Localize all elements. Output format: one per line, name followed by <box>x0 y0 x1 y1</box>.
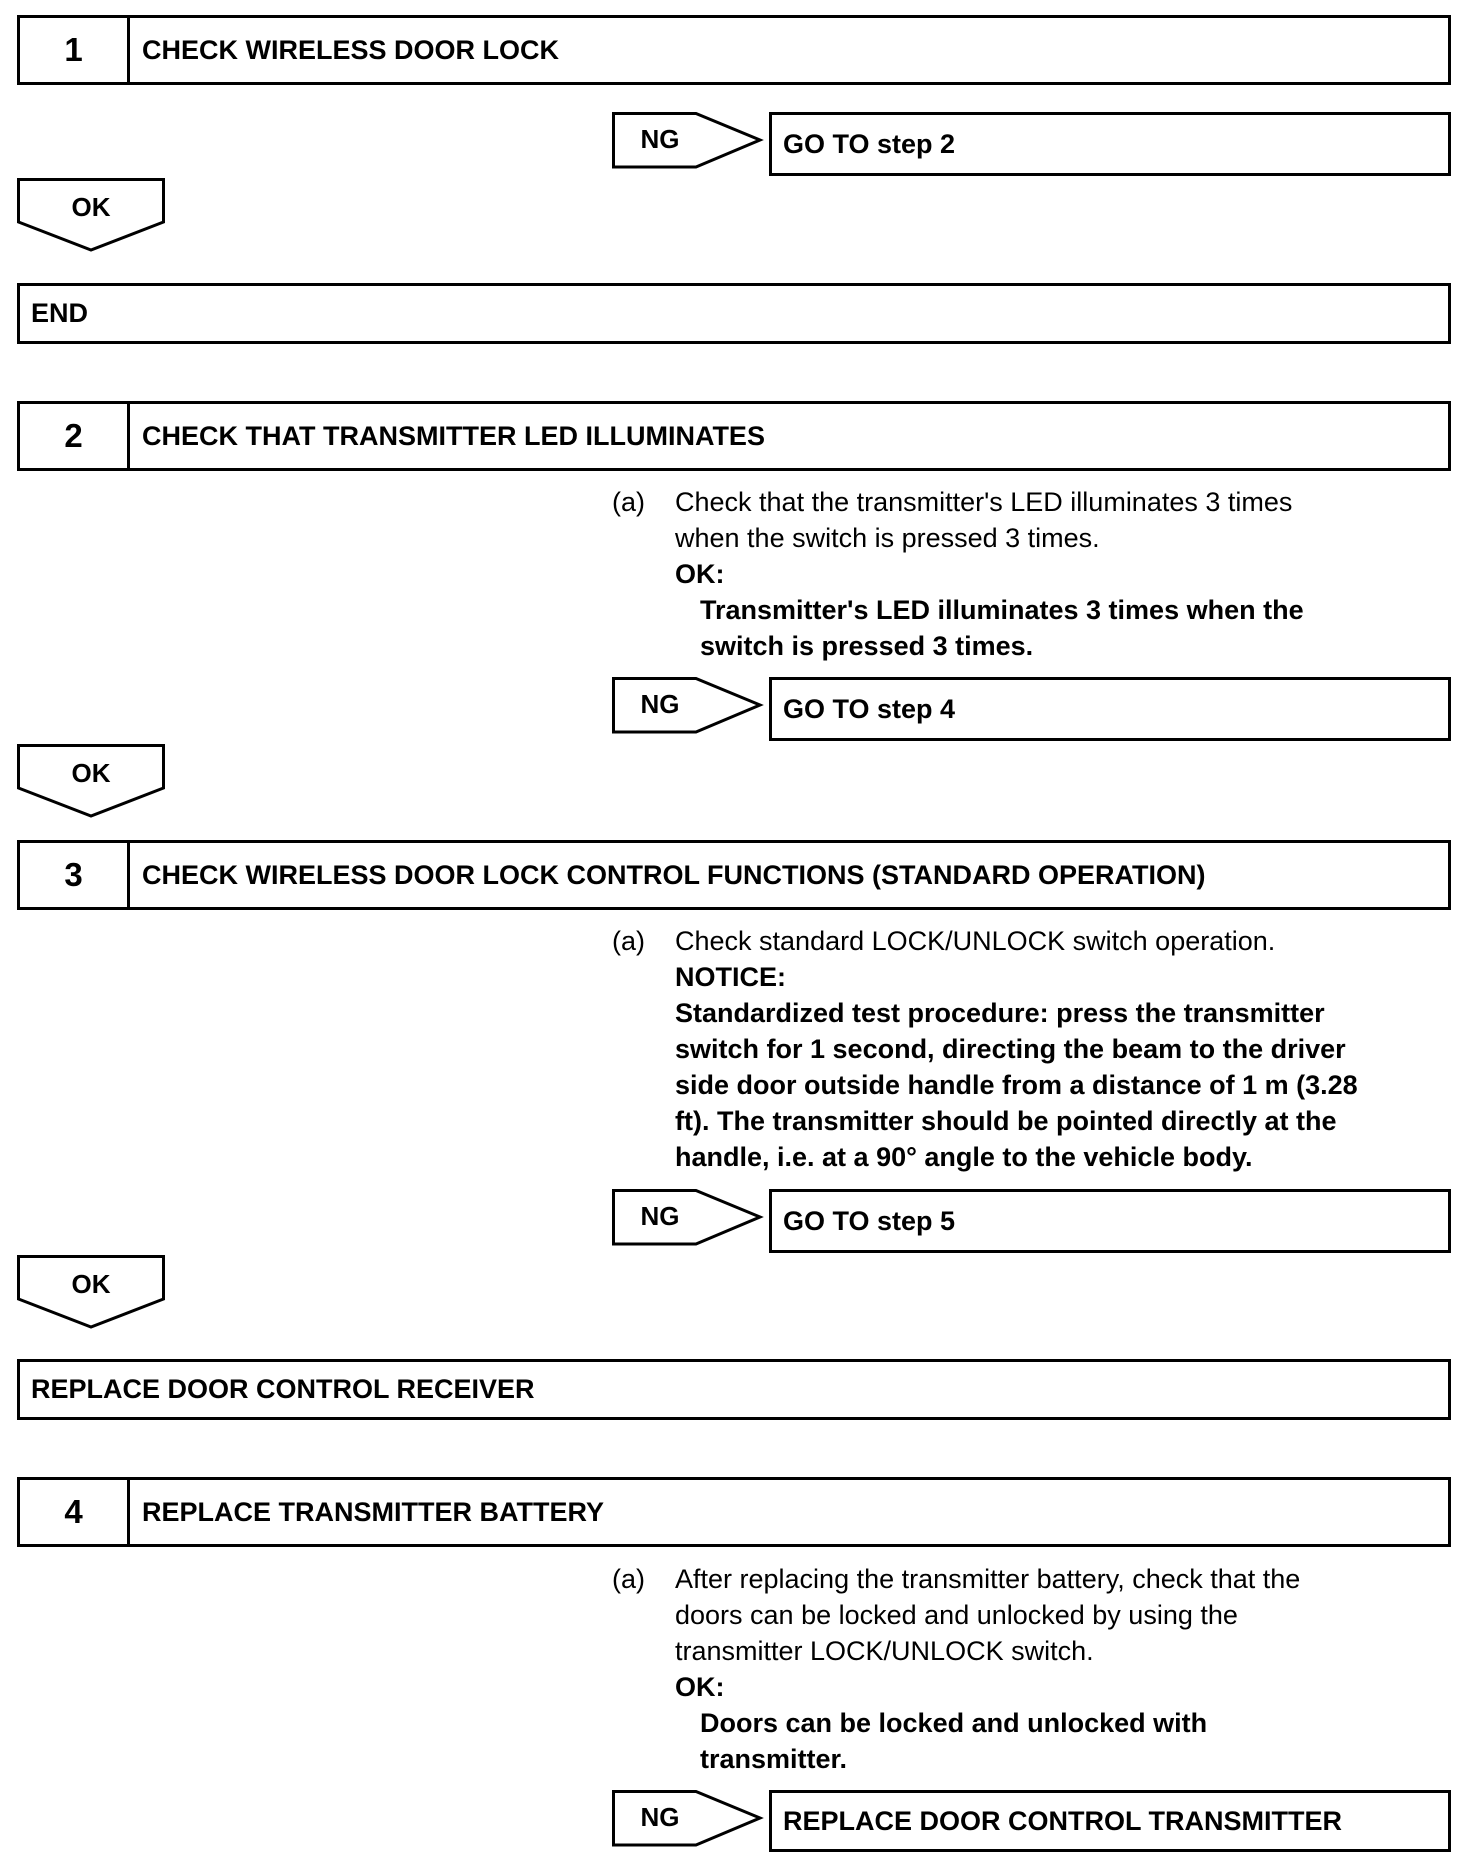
ng-arrow <box>612 1790 764 1847</box>
step-number: 2 <box>20 404 130 468</box>
step-title: CHECK WIRELESS DOOR LOCK CONTROL FUNCTIO… <box>142 859 1206 890</box>
step-1-header: 1 CHECK WIRELESS DOOR LOCK <box>17 15 1451 85</box>
goto-text: GO TO step 2 <box>783 128 956 159</box>
ok-heading: OK: <box>675 559 725 589</box>
goto-step-4-box: GO TO step 4 <box>769 677 1451 741</box>
replace-transmitter-box: REPLACE DOOR CONTROL TRANSMITTER <box>769 1790 1451 1852</box>
goto-text: GO TO step 5 <box>783 1205 956 1236</box>
goto-text: GO TO step 4 <box>783 693 956 724</box>
instruction-text: After replacing the transmitter battery,… <box>675 1561 1300 1705</box>
ng-label: NG <box>640 689 680 719</box>
goto-step-2-box: GO TO step 2 <box>769 112 1451 176</box>
notice-heading: NOTICE: <box>675 962 786 992</box>
end-box: END <box>17 283 1451 344</box>
ok-arrow <box>17 744 165 818</box>
ok-label: OK <box>71 1269 111 1299</box>
ng-arrow <box>612 677 764 734</box>
ok-criteria: Doors can be locked and unlocked with tr… <box>700 1708 1208 1774</box>
goto-step-5-box: GO TO step 5 <box>769 1189 1451 1253</box>
ok-arrow <box>17 1255 165 1329</box>
item-marker: (a) <box>612 487 645 517</box>
step-number: 4 <box>20 1480 130 1544</box>
step-number: 3 <box>20 843 130 907</box>
ok-criteria: Transmitter's LED illuminates 3 times wh… <box>700 595 1304 661</box>
step-title: CHECK WIRELESS DOOR LOCK <box>142 34 560 65</box>
step-number: 1 <box>20 18 130 82</box>
item-marker: (a) <box>612 926 645 956</box>
replace-receiver-box: REPLACE DOOR CONTROL RECEIVER <box>17 1359 1451 1420</box>
ok-arrow <box>17 178 165 252</box>
ok-label: OK <box>71 758 111 788</box>
step-4-header: 4 REPLACE TRANSMITTER BATTERY <box>17 1477 1451 1547</box>
notice-text: Standardized test procedure: press the t… <box>675 998 1358 1172</box>
ng-label: NG <box>640 1802 680 1832</box>
end-text: END <box>31 298 89 328</box>
ng-arrow <box>612 1189 764 1246</box>
step-3-header: 3 CHECK WIRELESS DOOR LOCK CONTROL FUNCT… <box>17 840 1451 910</box>
ng-label: NG <box>640 1201 680 1231</box>
item-marker: (a) <box>612 1564 645 1594</box>
instruction-text: Check that the transmitter's LED illumin… <box>675 484 1292 592</box>
ng-arrow <box>612 112 764 169</box>
replace-receiver-text: REPLACE DOOR CONTROL RECEIVER <box>31 1374 535 1404</box>
instruction-text: Check standard LOCK/UNLOCK switch operat… <box>675 923 1358 1175</box>
step-title: CHECK THAT TRANSMITTER LED ILLUMINATES <box>142 420 765 451</box>
ok-heading: OK: <box>675 1672 725 1702</box>
step-title: REPLACE TRANSMITTER BATTERY <box>142 1496 604 1527</box>
ng-label: NG <box>640 124 680 154</box>
step-2-header: 2 CHECK THAT TRANSMITTER LED ILLUMINATES <box>17 401 1451 471</box>
ok-label: OK <box>71 192 111 222</box>
goto-text: REPLACE DOOR CONTROL TRANSMITTER <box>783 1805 1342 1836</box>
